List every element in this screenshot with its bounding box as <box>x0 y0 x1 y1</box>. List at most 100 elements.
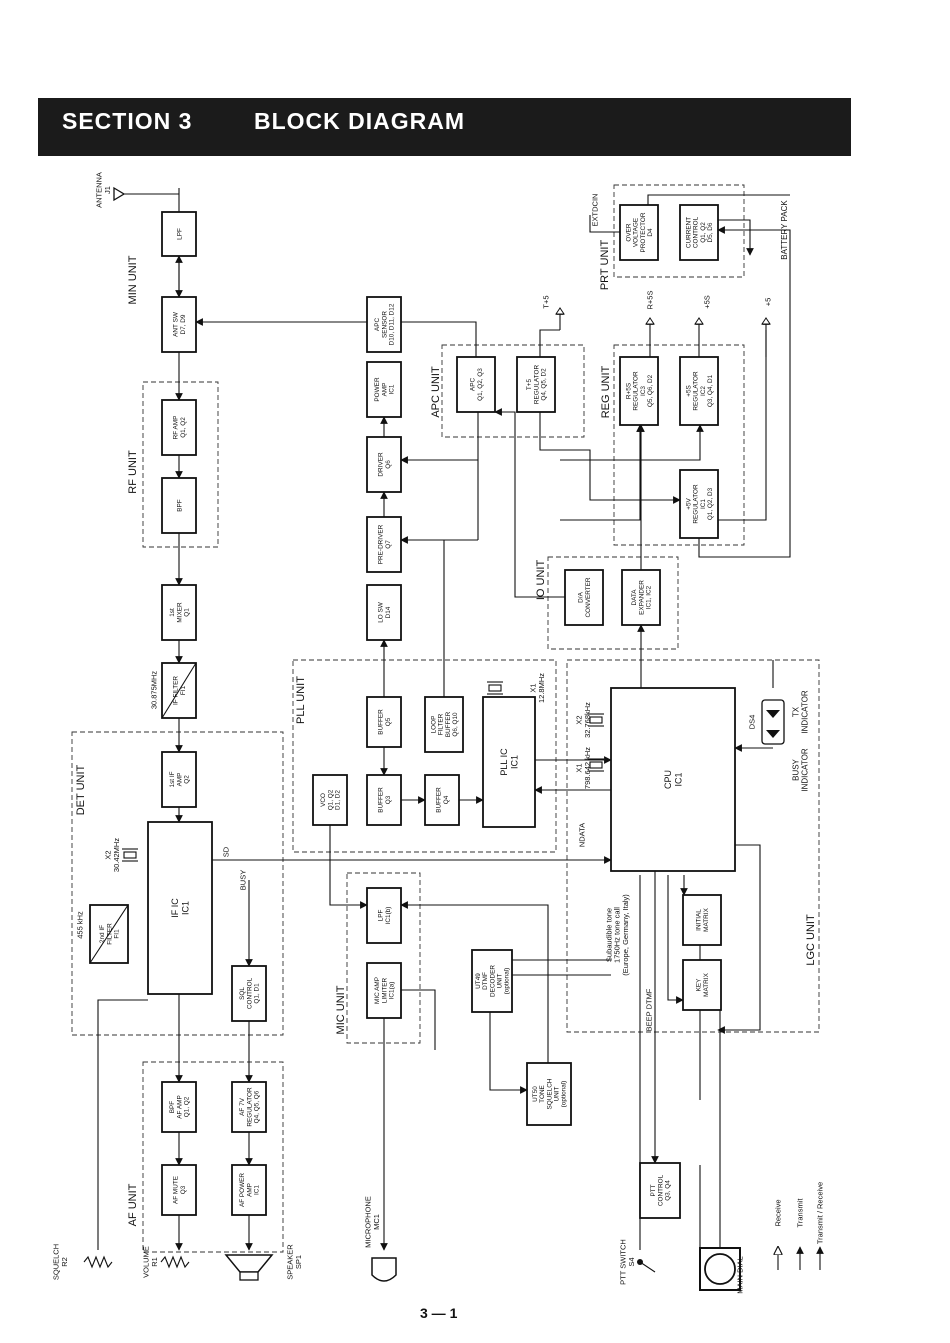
rfamp-block <box>161 399 197 456</box>
crystal-icon <box>589 761 603 769</box>
speaker-label: SPEAKERSP1 <box>286 1244 303 1280</box>
signal-line <box>698 226 791 558</box>
ptt-block <box>639 1162 681 1219</box>
lpfmic-block <box>366 887 402 944</box>
t5reg-block <box>516 356 556 413</box>
mic-unit-frame <box>346 872 421 1044</box>
receive-legend-label: Receive <box>774 1199 783 1226</box>
buffer3-block-label: BUFFERQ3 <box>378 787 392 813</box>
subaudible-label: Subaudible tone1750Hz tone call(Europe, … <box>604 894 630 976</box>
losw-block <box>366 584 402 641</box>
loopfilter-block-label: LOOPFILTERBUFFERQ6, Q10 <box>431 711 460 737</box>
sd-label: SD <box>222 846 231 857</box>
t5-label: T+5 <box>542 295 551 308</box>
pllic-block <box>482 696 536 828</box>
signal-line <box>400 536 445 697</box>
led-diode-icon <box>766 710 780 738</box>
lpf-block <box>161 211 197 257</box>
main-dial-label: MAIN DIAL <box>736 1256 745 1294</box>
predriver-block-label: PRE-DRIVERQ7 <box>378 524 392 564</box>
signal-line <box>489 1012 528 1094</box>
speaker-icon <box>224 1254 274 1273</box>
apc-block <box>456 356 496 413</box>
sql-block <box>231 965 267 1022</box>
afpower-block <box>231 1164 267 1216</box>
lpf-block-label: LPF <box>176 228 183 240</box>
signal-line <box>400 901 549 1063</box>
p5-label: +5 <box>764 298 773 307</box>
buffer3-block <box>366 774 402 826</box>
buffer5-block-label: BUFFERQ5 <box>378 709 392 735</box>
p5vreg-block-label: +5VREGULATORIC1Q1, Q2, D3 <box>686 484 715 524</box>
extdcin-label: EXTDCIN <box>591 194 600 227</box>
predriver-block <box>366 516 402 573</box>
battery-label: BATTERY PACK <box>780 200 789 260</box>
r5s-label: R+5S <box>646 291 655 310</box>
bpf-block-label: BPF <box>176 499 183 512</box>
prt-unit-label: PRT UNIT <box>599 240 611 291</box>
transmit-receive-legend-label: Transmit / Receive <box>816 1182 825 1244</box>
rf-unit-label: RF UNIT <box>127 450 139 494</box>
buffer4-block <box>424 774 460 826</box>
driver-block-label: DRIVERQ6 <box>378 452 392 477</box>
busy-label: BUSY <box>239 870 248 890</box>
afpower-block-label: AF POWERAMPIC1 <box>239 1173 260 1207</box>
reg-unit-label: REG UNIT <box>600 365 612 418</box>
buffer5-block <box>366 696 402 748</box>
microphone-icon <box>371 1257 397 1282</box>
x2-cpu-label: X232.768kHz <box>575 702 592 738</box>
x2-det-label: X230.42MHz <box>104 838 121 872</box>
overvolt-block <box>619 204 659 261</box>
signal-line <box>667 875 684 1004</box>
af7v-block-label: AF 7VREGULATORQ4, Q5, Q6 <box>239 1087 260 1127</box>
keymatrix-block-label: KEYMATRIX <box>696 972 710 996</box>
current-block <box>679 204 719 261</box>
x1-cpu-label: X1798.642 kHz <box>575 747 592 789</box>
ndata-label: NDATA <box>578 823 587 847</box>
signal-line <box>539 329 560 357</box>
crystal-icon <box>488 684 502 692</box>
p5vreg-block <box>679 469 719 539</box>
crystal-icon <box>589 716 603 724</box>
signal-line <box>717 844 761 1034</box>
min-unit-label: MIN UNIT <box>127 255 139 304</box>
reg-unit-frame <box>613 344 745 546</box>
vco-block-label: VCOQ1, Q2D1, D2 <box>320 789 341 810</box>
supply-terminal-icon <box>694 317 704 325</box>
antenna-icon <box>113 186 126 202</box>
ific-block <box>147 821 213 995</box>
overvolt-block-label: OVERVOLTAGEPROTECTORD4 <box>626 212 655 252</box>
freq-455-label: 455 kHz <box>76 911 85 939</box>
squelch-label: SQUELCHR2 <box>52 1244 69 1280</box>
resistor-icon <box>83 1255 113 1269</box>
p5sreg-block <box>679 356 719 426</box>
dataexp-block <box>621 569 661 626</box>
tx-ind-label: TXINDICATOR <box>791 690 809 733</box>
apcsensor-block <box>366 296 402 353</box>
signal-line <box>401 989 436 1050</box>
ptt-switch-label: PTT SWITCHS4 <box>619 1239 636 1285</box>
supply-terminal-icon <box>761 317 771 325</box>
ifamp-block <box>161 751 197 808</box>
micamp-block <box>366 962 402 1019</box>
main-dial-icon <box>704 1253 736 1285</box>
pll-unit-label: PLL UNIT <box>295 676 307 724</box>
transmit-legend-label: Transmit <box>796 1198 805 1228</box>
busy-ind-label: BUSYINDICATOR <box>791 748 809 791</box>
bpf-block <box>161 477 197 534</box>
signal-line <box>560 424 644 521</box>
x1-pll-label: X112.8MHz <box>529 673 546 703</box>
signal-line <box>718 330 767 521</box>
iffilter-block-label: IF FILTERFI1 <box>173 676 187 705</box>
driver-block <box>366 436 402 493</box>
keymatrix-block <box>682 959 722 1011</box>
antsw-block <box>161 296 197 353</box>
page-number: 3 — 1 <box>420 1305 458 1321</box>
af-unit-frame <box>142 1061 284 1253</box>
crystal-icon <box>123 851 137 859</box>
bpfaf-block-label: BPFAF AMPQ1, Q2 <box>169 1095 190 1118</box>
io-unit-label: IO UNIT <box>535 560 547 601</box>
speaker-body-icon <box>239 1271 259 1281</box>
cpu-block <box>610 687 736 872</box>
